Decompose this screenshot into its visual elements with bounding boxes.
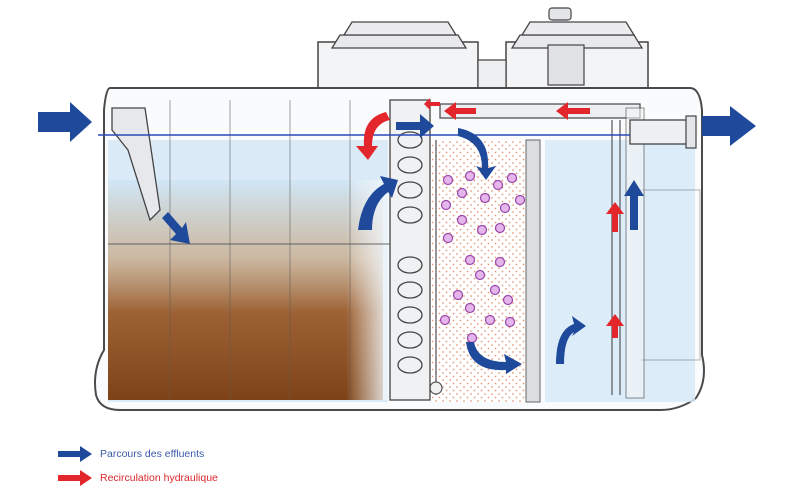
legend-label-effluent: Parcours des effluents [100,448,205,460]
inlet-arrow [38,102,92,142]
inlet-pipe-arrow [162,212,190,244]
descending-arrow [458,128,496,180]
media-particles [439,170,526,344]
rising-arrow-left [358,176,398,230]
outlet-arrow [702,106,756,146]
recirc-up-arrow-2 [606,314,624,338]
recirc-arrow-top-right [556,102,590,120]
access-lids [317,7,649,89]
rising-arrow-right [556,316,586,364]
legend-item-effluent: Parcours des effluents [58,444,204,464]
recirc-arrow-small [424,98,440,110]
blue-arrow-icon [58,446,92,462]
baffle-column [389,99,431,401]
clarification-chamber [545,120,701,402]
effluent-flow-arrows [38,102,756,374]
outlet-pipe [629,115,697,149]
recirculation-flow-arrows [356,98,624,338]
recirc-curve-arrow [356,112,390,160]
red-arrow-icon [58,470,92,486]
settling-chamber [108,100,390,402]
recirc-up-arrow-1 [606,202,624,232]
legend: Parcours des effluents Recirculation hyd… [58,440,378,490]
bottom-turn-arrow [466,342,522,374]
recirc-arrow-top-mid [444,102,476,120]
legend-item-recirculation: Recirculation hydraulique [58,468,218,488]
inlet-pipe [111,107,161,222]
legend-label-recirculation: Recirculation hydraulique [100,472,218,484]
recirculation-pipe [439,103,645,399]
top-arrow-middle [396,114,434,138]
outlet-riser-arrow [624,180,644,230]
